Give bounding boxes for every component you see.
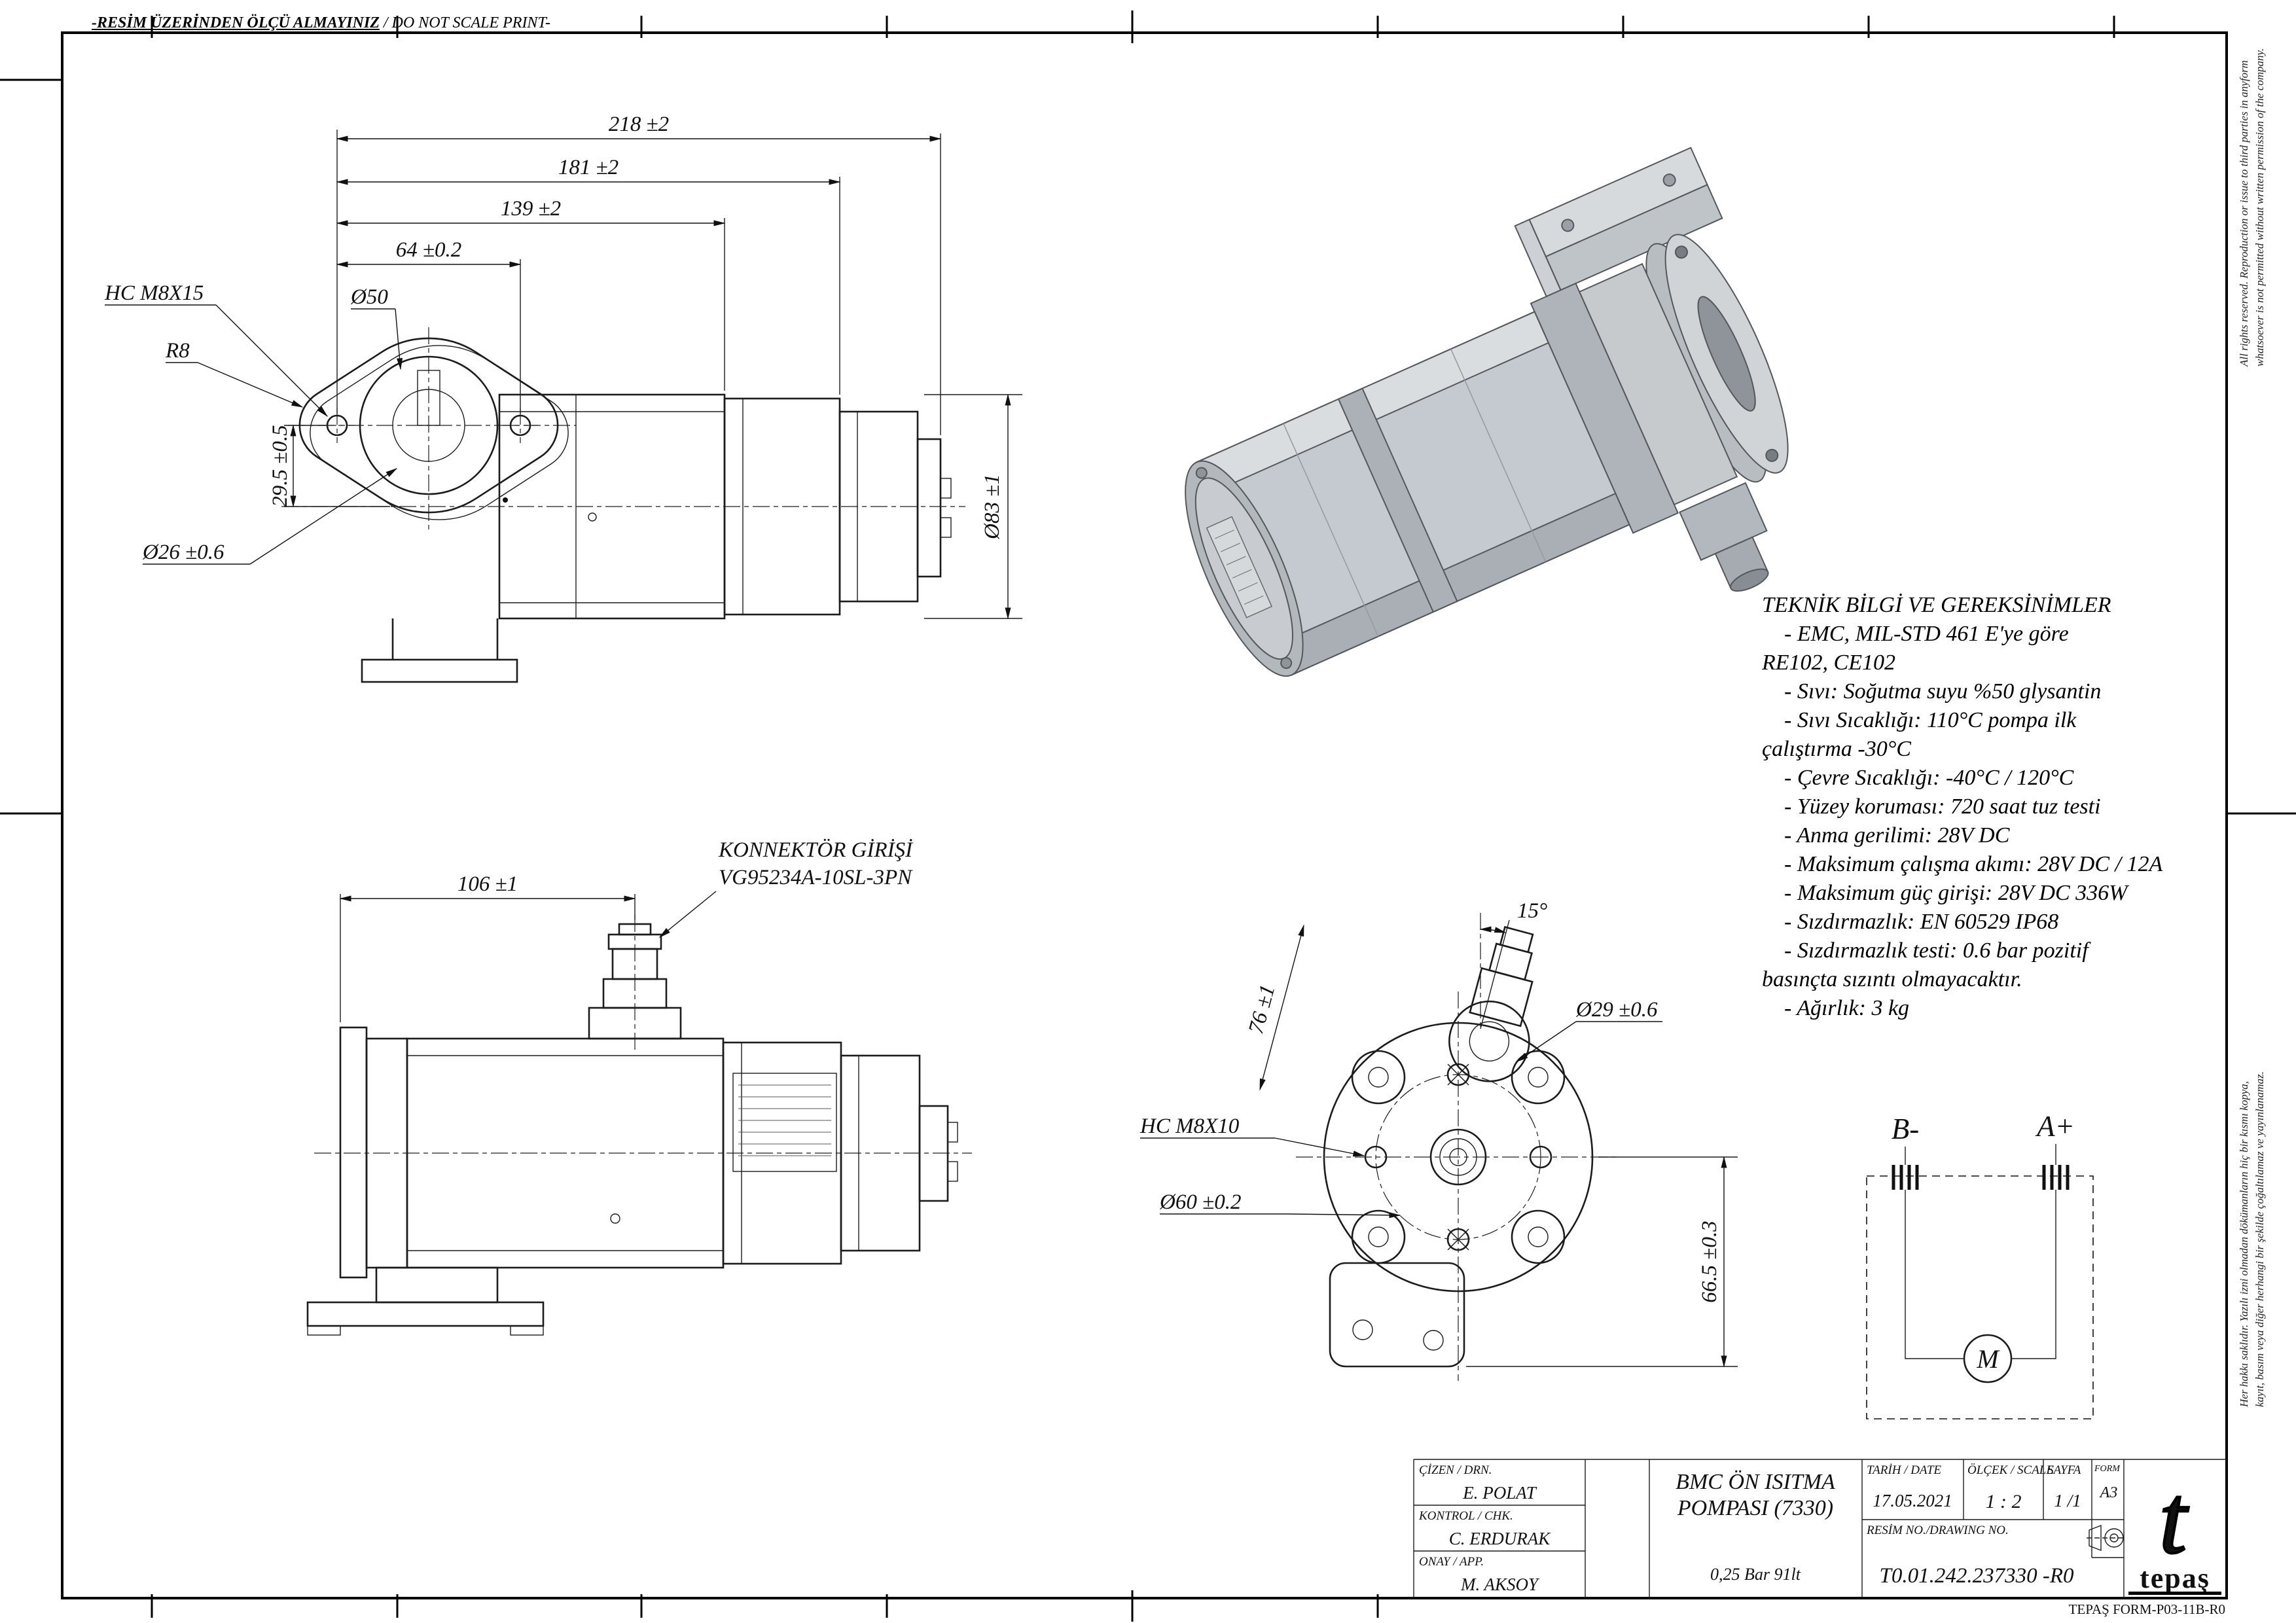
dim-139: 139 ±2 (501, 197, 561, 221)
drawing-title-line2: POMPASI (7330) (1677, 1496, 1833, 1520)
side-view: 218 ±2 181 ±2 139 ±2 64 ±0.2 Ø50 HC M8X1… (104, 113, 1022, 683)
checked-name: C. ERDURAK (1449, 1529, 1551, 1548)
dim-106: 106 ±1 (457, 872, 518, 896)
copyright-notes: All rights reserved. Reproduction or iss… (2238, 48, 2266, 1408)
label-r8: R8 (165, 339, 190, 363)
dim-29-5: 29.5 ±0.5 (268, 425, 292, 507)
dim-181: 181 ±2 (558, 156, 619, 179)
side-view-dimensions: 218 ±2 181 ±2 139 ±2 64 ±0.2 Ø50 HC M8X1… (104, 113, 1022, 620)
scale-value: 1 : 2 (1986, 1491, 2022, 1512)
bottom-view-geometry (306, 915, 972, 1336)
drawn-name: E. POLAT (1462, 1483, 1537, 1503)
bottom-view-dimensions: 106 ±1 KONNEKTÖR GİRİŞİ VG95234A-10SL-3P… (339, 838, 914, 1022)
dim-dia83: Ø83 ±1 (980, 474, 1004, 540)
no-scale-note-tr: -RESİM ÜZERİNDEN ÖLÇÜ ALMAYINIZ (92, 14, 380, 31)
tepas-logo-text: tepaş (2140, 1562, 2210, 1594)
dim-66-5: 66.5 ±0.3 (1698, 1221, 1721, 1302)
drawing-subtitle: 0,25 Bar 91lt (1710, 1565, 1801, 1584)
dim-dia50: Ø50 (350, 285, 388, 309)
tech-info-line: - Sıvı Sıcaklığı: 110°C pompa ilk (1762, 708, 2077, 732)
tech-info-line: - Maksimum güç girişi: 28V DC 336W (1762, 881, 2128, 905)
sheet-value: 1 /1 (2054, 1491, 2081, 1510)
tech-info-line: - Sıvı: Soğutma suyu %50 glysantin (1762, 679, 2102, 704)
sheet-label: SAYFA (2047, 1463, 2081, 1477)
drawing-no-value: T0.01.242.237330 -R0 (1880, 1564, 2075, 1588)
tepas-logo: t tepaş (2128, 1464, 2221, 1595)
tech-info-title: TEKNİK BİLGİ VE GEREKSİNİMLER (1762, 593, 2111, 617)
dim-76: 76 ±1 (1244, 982, 1280, 1037)
front-view-dimensions: 66.5 ±0.3 15° 76 ±1 Ø29 ±0.6 HC M8X10 Ø6… (1139, 899, 1738, 1368)
motor-symbol: M (1976, 1344, 2000, 1374)
tech-info-line: - Ağırlık: 3 kg (1762, 996, 1910, 1020)
front-view: 66.5 ±0.3 15° 76 ±1 Ø29 ±0.6 HC M8X10 Ø6… (1139, 899, 1738, 1381)
dim-64: 64 ±0.2 (396, 238, 462, 262)
copyright-en-line2: whatsoever is not permitted without writ… (2253, 48, 2266, 366)
terminal-a-plus: A+ (2035, 1110, 2075, 1143)
svg-text:t: t (2159, 1465, 2189, 1574)
side-view-geometry (281, 327, 965, 683)
checked-label: KONTROL / CHK. (1418, 1509, 1513, 1523)
form-ref: TEPAŞ FORM-P03-11B-R0 (2069, 1601, 2225, 1617)
tech-info-block: TEKNİK BİLGİ VE GEREKSİNİMLER - EMC, MIL… (1762, 591, 2162, 1023)
tech-info-line: çalıştırma -30°C (1762, 737, 1911, 761)
dim-dia60: Ø60 ±0.2 (1159, 1190, 1241, 1214)
tech-info-line: RE102, CE102 (1762, 651, 1895, 675)
copyright-tr-line2: kayıt, basım veya diğer herhangi bir şek… (2253, 1071, 2266, 1407)
tech-info-line: - Sızdırmazlık: EN 60529 IP68 (1762, 910, 2059, 934)
date-value: 17.05.2021 (1873, 1491, 1952, 1510)
front-view-geometry (1296, 925, 1620, 1381)
drawn-label: ÇİZEN / DRN. (1419, 1463, 1492, 1477)
no-scale-note: -RESİM ÜZERİNDEN ÖLÇÜ ALMAYINIZ / DO NOT… (92, 14, 550, 32)
tech-info-line: - Anma gerilimi: 28V DC (1762, 823, 2010, 847)
tech-info-line: - Yüzey koruması: 720 saat tuz testi (1762, 794, 2101, 819)
tech-info-line: basınçta sızıntı olmayacaktır. (1762, 967, 2022, 991)
iso-view (1185, 147, 1789, 677)
label-hc-m8x15: HC M8X15 (104, 281, 204, 305)
sheet-frame (0, 10, 2296, 1622)
date-label: TARİH / DATE (1867, 1463, 1941, 1477)
scale-label: ÖLÇEK / SCALE (1967, 1463, 2054, 1477)
tech-info-line: - Sızdırmazlık testi: 0.6 bar pozitif (1762, 938, 2089, 963)
form-label: FORM (2094, 1464, 2121, 1474)
copyright-en-line1: All rights reserved. Reproduction or iss… (2238, 60, 2250, 367)
tech-info-line: - Maksimum çalışma akımı: 28V DC / 12A (1762, 852, 2163, 876)
approved-label: ONAY / APP. (1419, 1555, 1484, 1569)
drawing-title-line1: BMC ÖN ISITMA (1676, 1470, 1835, 1494)
copyright-tr-line1: Her hakkı saklıdır. Yazılı izni olmadan … (2238, 1081, 2250, 1408)
approved-name: M. AKSOY (1460, 1575, 1540, 1594)
terminal-b-minus: B- (1892, 1113, 1919, 1145)
dim-15deg: 15° (1517, 899, 1547, 923)
bottom-view: 106 ±1 KONNEKTÖR GİRİŞİ VG95234A-10SL-3P… (306, 838, 972, 1336)
label-hc-m8x10: HC M8X10 (1139, 1115, 1240, 1138)
title-block: ÇİZEN / DRN. E. POLAT KONTROL / CHK. C. … (1413, 1459, 2227, 1617)
projection-symbol-icon (2087, 1524, 2126, 1552)
dim-dia29: Ø29 ±0.6 (1575, 998, 1658, 1022)
label-connector-line1: KONNEKTÖR GİRİŞİ (718, 838, 914, 862)
tech-info-line: - Çevre Sıcaklığı: -40°C / 120°C (1762, 766, 2074, 790)
dim-218: 218 ±2 (609, 113, 669, 136)
dim-dia26: Ø26 ±0.6 (142, 541, 224, 564)
drawing-no-label: RESİM NO./DRAWING NO. (1866, 1524, 2009, 1537)
tech-info-line: - EMC, MIL-STD 461 E'ye göre (1762, 622, 2069, 646)
label-connector-line2: VG95234A-10SL-3PN (719, 866, 913, 889)
wiring-schematic: B- A+ M (1866, 1110, 2094, 1419)
no-scale-note-en: / DO NOT SCALE PRINT- (379, 14, 550, 31)
form-value: A3 (2099, 1484, 2118, 1501)
